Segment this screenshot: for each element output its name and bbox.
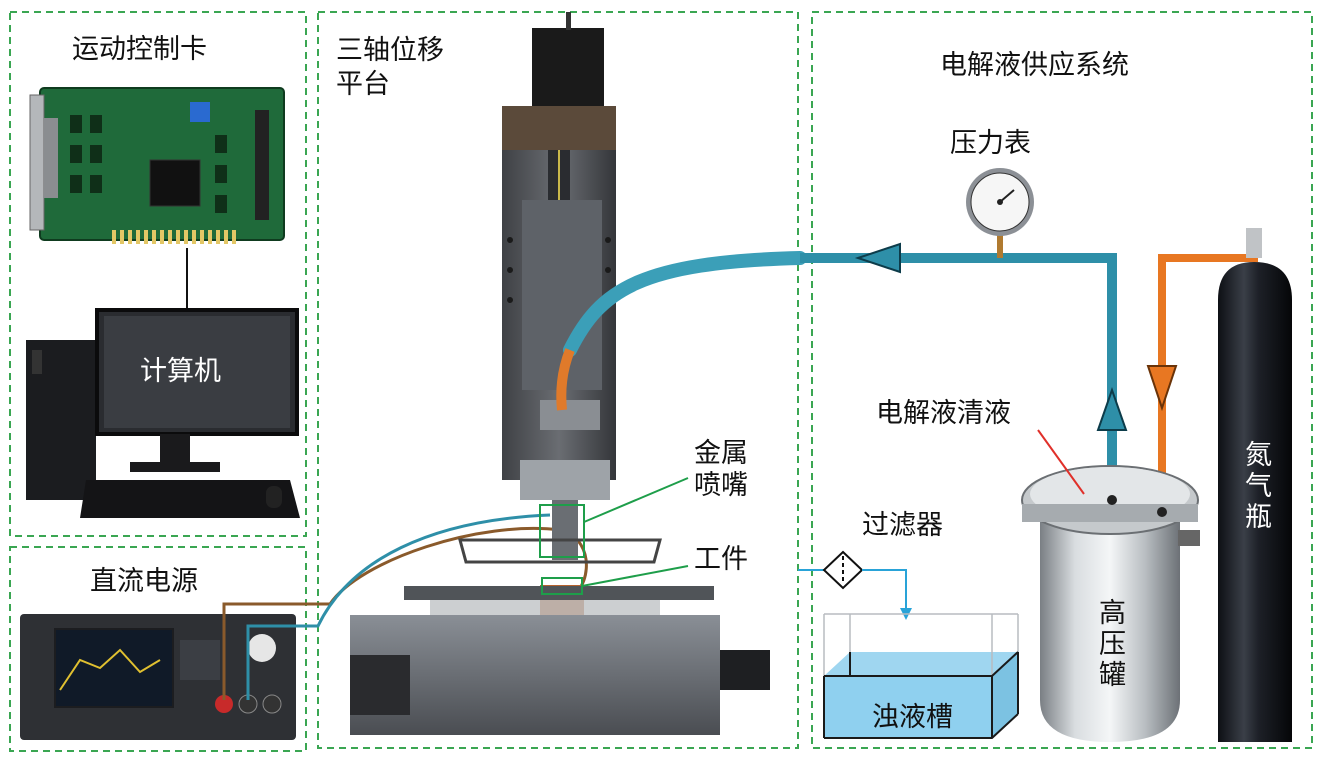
section-title-supply: 电解液供应系统 [940, 50, 1129, 81]
workpiece-callout-line [581, 565, 689, 587]
section-frame-motion-card [9, 11, 307, 537]
clean-electrolyte-callout-line [1037, 429, 1085, 495]
nitrogen-bottle-label: 氮气瓶 [1240, 440, 1272, 533]
section-frame-supply [811, 11, 1313, 749]
computer-image [26, 308, 300, 518]
section-frame-power [9, 546, 307, 752]
clean-electrolyte-label: 电解液清液 [876, 398, 1011, 429]
dc-power-supply-image [20, 614, 296, 740]
waste-tank-image [823, 613, 1019, 739]
pressure-gauge-label: 压力表 [950, 128, 1031, 159]
power-cable-blue [246, 513, 551, 700]
section-title-power: 直流电源 [90, 566, 198, 597]
waste-tank-label: 浊液槽 [872, 702, 953, 733]
nozzle-callout-line [583, 477, 689, 523]
nozzle-hose [563, 251, 807, 357]
motion-control-card-image [29, 87, 285, 244]
three-axis-stage-image [350, 12, 770, 735]
filter-label: 过滤器 [862, 510, 943, 541]
high-pressure-tank-image [1021, 465, 1200, 742]
flow-arrow-up [1096, 386, 1128, 431]
flow-arrow-left [854, 242, 901, 274]
high-pressure-tank-label: 高压罐 [1094, 598, 1126, 691]
computer-label: 计算机 [140, 356, 221, 387]
nitrogen-pipe [1158, 254, 1258, 512]
section-title-motion-card: 运动控制卡 [72, 34, 207, 65]
waste-line-out [862, 569, 907, 612]
section-frame-stage [317, 11, 799, 749]
section-title-stage: 三轴位移 平台 [336, 35, 444, 100]
nozzle-label: 金属 喷嘴 [694, 438, 748, 502]
nozzle-hose-tip [556, 348, 575, 411]
electrolyte-supply-pipe [800, 253, 1117, 500]
nitrogen-bottle-image [1218, 228, 1292, 742]
power-cable-brown [222, 526, 588, 700]
nitrogen-flow-arrow [1146, 365, 1178, 412]
nozzle-callout-box [539, 504, 585, 558]
workpiece-label: 工件 [694, 544, 748, 575]
pressure-gauge-image [966, 168, 1034, 258]
